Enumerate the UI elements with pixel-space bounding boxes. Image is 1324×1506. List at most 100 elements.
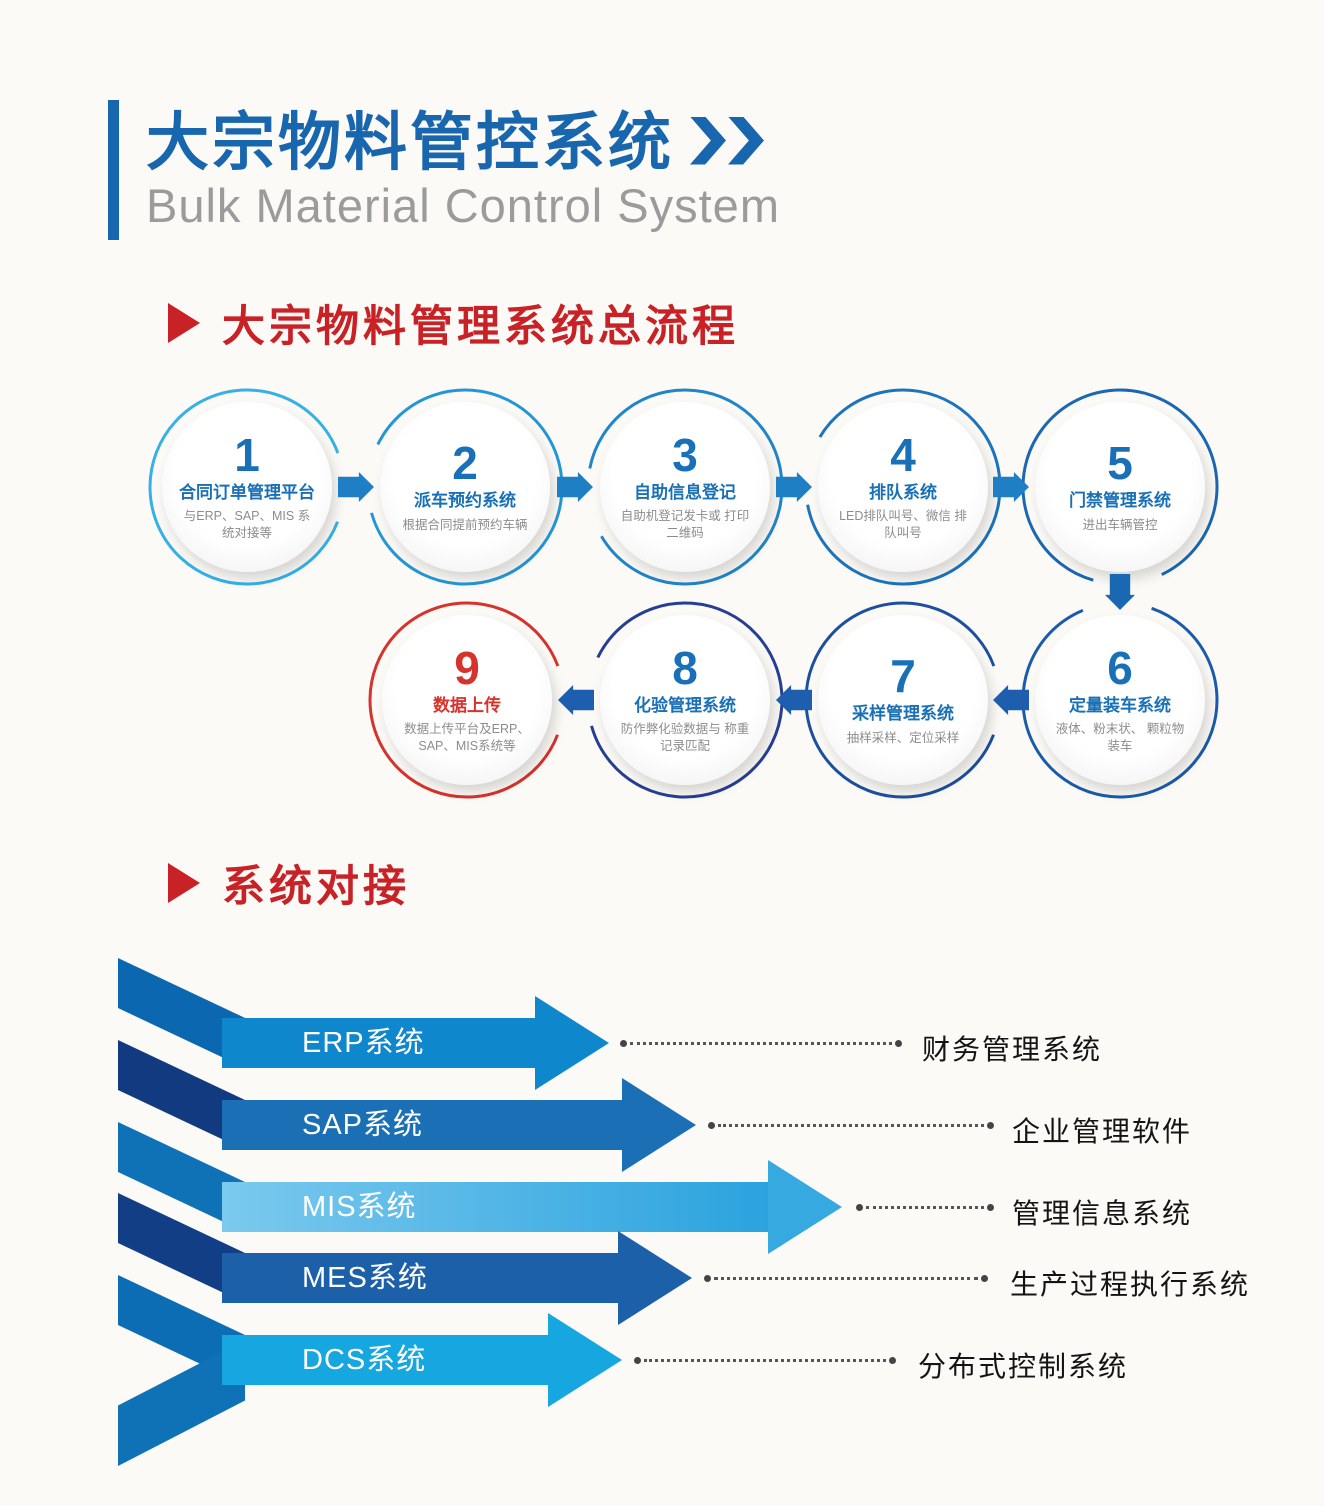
- dcs-banner-label: DCS系统: [302, 1344, 427, 1376]
- dotted-line: [630, 1041, 892, 1045]
- ring-arc-icon: [148, 388, 346, 586]
- step-desc: 自助机登记发卡或 打印二维码: [620, 509, 750, 541]
- integration-section-title-text: 系统对接: [222, 863, 410, 911]
- step-title: 采样管理系统: [852, 704, 954, 724]
- ring-arc-icon: [586, 601, 784, 799]
- dotted-line: [718, 1123, 984, 1127]
- step-desc: 防作弊化验数据与 称重记录匹配: [620, 722, 750, 754]
- sap-banner: SAP系统: [222, 1100, 622, 1150]
- double-chevron-icon: [690, 116, 764, 165]
- flow-step-7: 7 采样管理系统 抽样采样、定位采样: [803, 600, 1003, 800]
- ring-arc-icon: [366, 388, 564, 586]
- ring-arc-icon: [368, 601, 566, 799]
- dot-icon: [634, 1356, 641, 1364]
- step-number: 6: [1107, 641, 1133, 694]
- arrow-head-icon: [535, 996, 609, 1090]
- flow-step-bubble: 8 化验管理系统 防作弊化验数据与 称重记录匹配: [600, 615, 770, 785]
- flow-step-bubble: 1 合同订单管理平台 与ERP、SAP、MIS 系统对接等: [162, 402, 332, 572]
- flow-step-3: 3 自助信息登记 自助机登记发卡或 打印二维码: [585, 387, 785, 587]
- erp-banner: ERP系统: [222, 1018, 535, 1068]
- dot-icon: [987, 1203, 994, 1211]
- dot-icon: [620, 1039, 627, 1047]
- ring-arc-icon: [1021, 388, 1219, 586]
- page-title: 大宗物料管控系统: [146, 108, 674, 178]
- ring-arc-icon: [586, 388, 784, 586]
- step-title: 门禁管理系统: [1069, 491, 1171, 511]
- sap-banner-label: SAP系统: [302, 1109, 424, 1141]
- ring-arc-icon: [804, 388, 1002, 586]
- arrow-head-icon: [548, 1313, 622, 1407]
- flow-step-bubble: 6 定量装车系统 液体、粉末状、 颗粒物装车: [1035, 615, 1205, 785]
- dotted-connector: [708, 1121, 994, 1129]
- step-title: 派车预约系统: [414, 491, 516, 511]
- mes-banner-label: MES系统: [302, 1262, 428, 1294]
- integration-section-title: 系统对接: [168, 852, 410, 914]
- step-number: 3: [672, 428, 698, 481]
- triangle-bullet-icon: [168, 303, 200, 343]
- mes-banner: MES系统: [222, 1253, 618, 1303]
- page-subtitle: Bulk Material Control System: [146, 179, 780, 232]
- dotted-connector: [704, 1274, 988, 1282]
- flow-step-8: 8 化验管理系统 防作弊化验数据与 称重记录匹配: [585, 600, 785, 800]
- ring-arc-icon: [804, 601, 1002, 799]
- step-title: 定量装车系统: [1069, 695, 1171, 715]
- step-number: 1: [234, 428, 260, 481]
- chevron-right-icon: [690, 116, 726, 165]
- dotted-connector: [856, 1203, 994, 1211]
- flow-step-bubble: 3 自助信息登记 自助机登记发卡或 打印二维码: [600, 402, 770, 572]
- flow-section-title-text: 大宗物料管理系统总流程: [222, 303, 739, 351]
- dotted-connector: [620, 1039, 902, 1047]
- chevron-right-icon: [728, 116, 764, 165]
- dot-icon: [889, 1356, 896, 1364]
- step-desc: LED排队叫号、微信 排队叫号: [839, 509, 967, 541]
- dot-icon: [704, 1274, 711, 1282]
- sap-target-label: 企业管理软件: [1012, 1116, 1193, 1147]
- dot-icon: [981, 1274, 988, 1282]
- triangle-bullet-icon: [168, 863, 200, 903]
- flow-step-bubble: 5 门禁管理系统 进出车辆管控: [1035, 402, 1205, 572]
- dot-icon: [987, 1121, 994, 1129]
- dot-icon: [856, 1203, 863, 1211]
- step-desc: 液体、粉末状、 颗粒物装车: [1055, 722, 1185, 754]
- flow-section-title: 大宗物料管理系统总流程: [168, 292, 739, 354]
- dot-icon: [895, 1039, 902, 1047]
- flow-step-1: 1 合同订单管理平台 与ERP、SAP、MIS 系统对接等: [147, 387, 347, 587]
- mes-target-label: 生产过程执行系统: [1010, 1269, 1251, 1300]
- step-title: 合同订单管理平台: [179, 482, 315, 502]
- flow-step-5: 5 门禁管理系统 进出车辆管控: [1020, 387, 1220, 587]
- erp-banner-label: ERP系统: [302, 1027, 425, 1059]
- step-title: 自助信息登记: [634, 482, 736, 502]
- flow-step-bubble: 9 数据上传 数据上传平台及ERP、 SAP、MIS系统等: [382, 615, 552, 785]
- ring-arc-icon: [1021, 601, 1219, 799]
- flow-step-2: 2 派车预约系统 根据合同提前预约车辆: [365, 387, 565, 587]
- step-number: 5: [1107, 437, 1133, 490]
- mis-banner-label: MIS系统: [302, 1191, 417, 1223]
- arrow-head-icon: [768, 1160, 842, 1254]
- mis-banner: MIS系统: [222, 1182, 768, 1232]
- step-number: 9: [454, 641, 480, 694]
- step-number: 7: [890, 650, 916, 703]
- flow-step-bubble: 7 采样管理系统 抽样采样、定位采样: [818, 615, 988, 785]
- arrow-head-icon: [622, 1078, 696, 1172]
- arrow-head-icon: [618, 1231, 692, 1325]
- step-number: 4: [890, 428, 916, 481]
- step-title: 数据上传: [433, 695, 501, 715]
- title-accent-bar: [108, 100, 119, 240]
- dotted-line: [644, 1358, 886, 1362]
- dcs-target-label: 分布式控制系统: [918, 1351, 1129, 1382]
- dotted-line: [714, 1276, 978, 1280]
- step-title: 化验管理系统: [634, 695, 736, 715]
- mis-target-label: 管理信息系统: [1012, 1198, 1193, 1229]
- step-number: 8: [672, 641, 698, 694]
- step-desc: 根据合同提前预约车辆: [402, 517, 528, 532]
- flow-step-bubble: 4 排队系统 LED排队叫号、微信 排队叫号: [818, 402, 988, 572]
- flow-step-6: 6 定量装车系统 液体、粉末状、 颗粒物装车: [1020, 600, 1220, 800]
- dotted-line: [866, 1205, 984, 1209]
- flow-step-bubble: 2 派车预约系统 根据合同提前预约车辆: [380, 402, 550, 572]
- flow-step-9: 9 数据上传 数据上传平台及ERP、 SAP、MIS系统等: [367, 600, 567, 800]
- step-desc: 与ERP、SAP、MIS 系统对接等: [183, 509, 311, 541]
- dcs-banner: DCS系统: [222, 1335, 548, 1385]
- step-desc: 抽样采样、定位采样: [846, 730, 960, 745]
- step-number: 2: [452, 437, 478, 490]
